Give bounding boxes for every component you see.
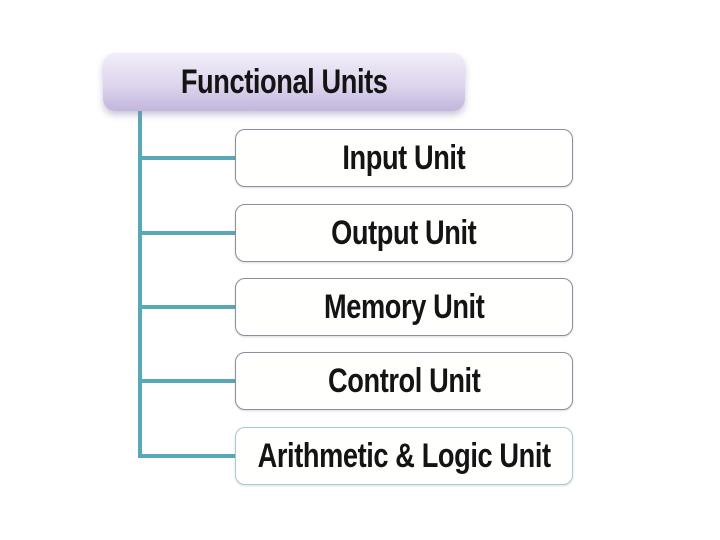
connector-branch-input [138, 156, 235, 160]
node-functional-units-label: Functional Units [180, 62, 388, 101]
node-functional-units: Functional Units [103, 53, 465, 111]
node-output-unit-label: Output Unit [331, 213, 477, 252]
node-control-unit: Control Unit [235, 352, 573, 410]
node-control-unit-label: Control Unit [327, 361, 481, 400]
node-memory-unit-label: Memory Unit [323, 287, 485, 326]
connector-trunk [138, 111, 142, 458]
connector-branch-memory [138, 305, 235, 309]
node-input-unit: Input Unit [235, 129, 573, 187]
connector-branch-control [138, 379, 235, 383]
node-input-unit-label: Input Unit [342, 138, 466, 177]
node-output-unit: Output Unit [235, 204, 573, 262]
node-memory-unit: Memory Unit [235, 278, 573, 336]
connector-branch-alu [138, 454, 235, 458]
node-arithmetic-logic-unit: Arithmetic & Logic Unit [235, 427, 573, 485]
connector-branch-output [138, 231, 235, 235]
node-arithmetic-logic-unit-label: Arithmetic & Logic Unit [257, 436, 551, 475]
